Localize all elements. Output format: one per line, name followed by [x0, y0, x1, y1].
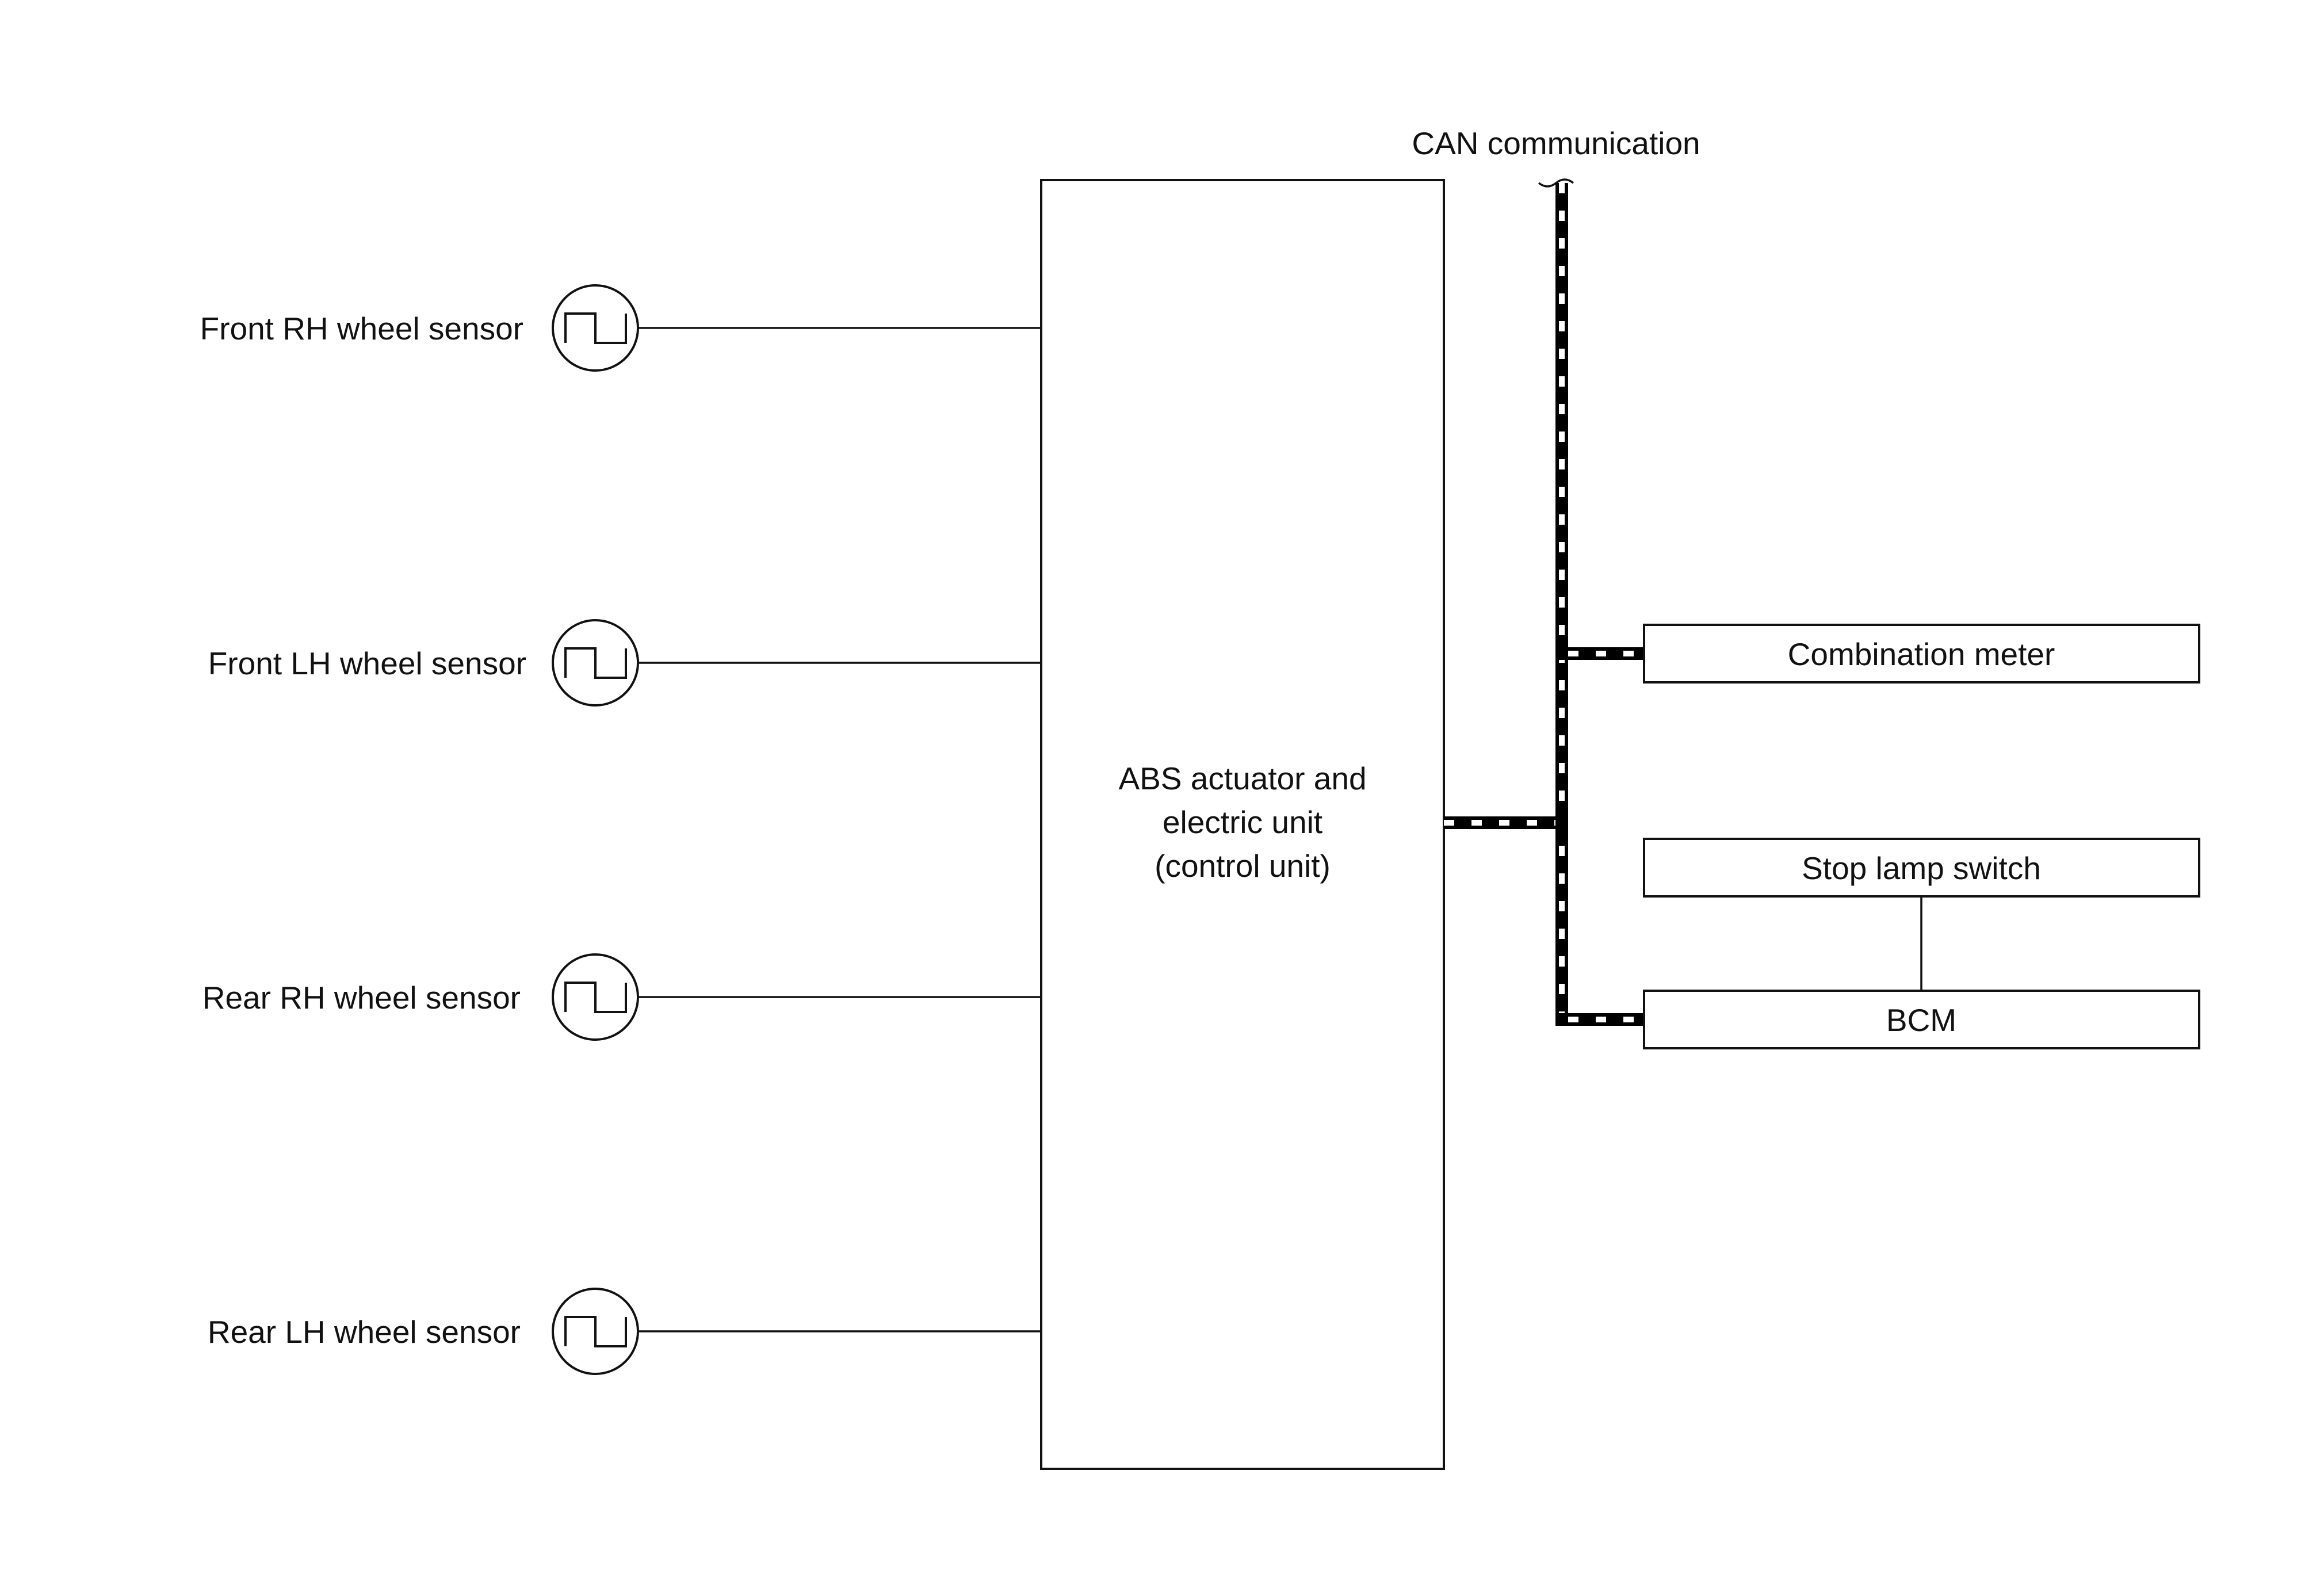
- bcm-label: BCM: [1886, 1002, 1956, 1038]
- bcm-box: [1643, 990, 2200, 1049]
- sensor-icon-front-rh: [552, 284, 639, 372]
- can-communication-label: CAN communication: [1412, 125, 1700, 161]
- combination-meter-label: Combination meter: [1788, 636, 2055, 672]
- sensor-wires: [639, 327, 1041, 1332]
- sensor-label-front-rh: Front RH wheel sensor: [200, 311, 523, 346]
- abs-control-unit-label-line3: (control unit): [1155, 848, 1331, 884]
- combination-meter-box: [1643, 624, 2200, 684]
- abs-control-unit-label-line1: ABS actuator and: [1118, 761, 1366, 796]
- abs-control-unit-box: [1040, 179, 1445, 1470]
- stop-lamp-switch-label: Stop lamp switch: [1802, 850, 2041, 886]
- sensor-icon-front-lh: [552, 619, 639, 707]
- sensor-label-front-lh: Front LH wheel sensor: [208, 646, 526, 681]
- abs-control-unit-label-line2: electric unit: [1163, 804, 1322, 840]
- can-bus: [1444, 183, 1644, 1026]
- sensor-icon-rear-rh: [552, 953, 639, 1041]
- stop-lamp-switch-box: [1643, 838, 2200, 898]
- sensor-label-rear-rh: Rear RH wheel sensor: [202, 980, 521, 1015]
- sensor-icon-rear-lh: [552, 1288, 639, 1375]
- sensor-label-rear-lh: Rear LH wheel sensor: [208, 1314, 521, 1350]
